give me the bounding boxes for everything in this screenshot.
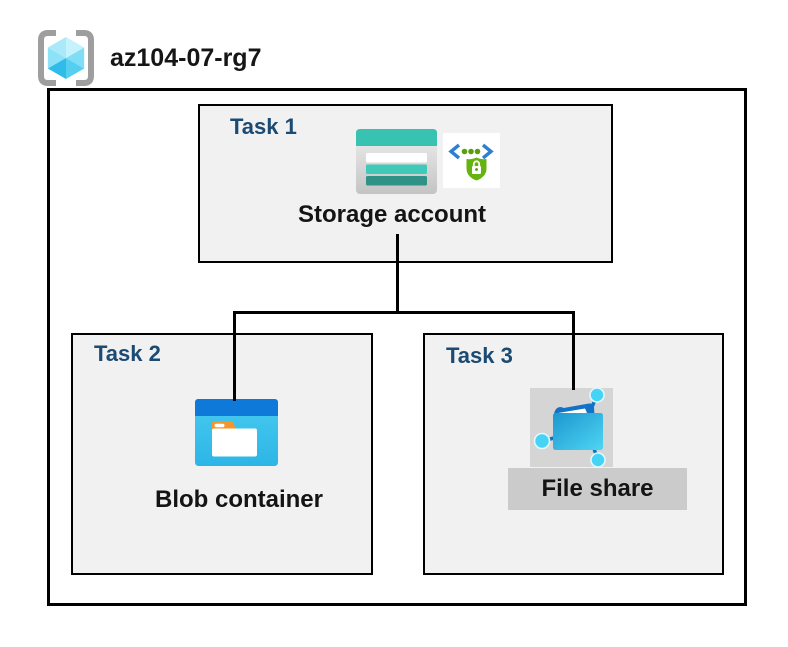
file-share-label-band: File share — [508, 468, 687, 510]
task-1-label: Task 1 — [230, 114, 297, 139]
sas-secure-access-icon — [443, 133, 500, 188]
blob-container-icon — [195, 399, 278, 466]
resource-group-title: az104-07-rg7 — [110, 44, 262, 72]
task-3-label: Task 3 — [446, 343, 513, 368]
connector-to-file-share — [572, 310, 575, 390]
file-share-label: File share — [541, 475, 654, 502]
blob-container-label: Blob container — [154, 486, 323, 513]
connector-to-blob-container — [233, 310, 236, 401]
storage-account-label: Storage account — [297, 201, 487, 228]
connector-storage-down — [395, 234, 399, 312]
storage-account-icon — [356, 129, 437, 194]
connector-split-horizontal — [233, 310, 575, 314]
file-share-icon — [533, 387, 606, 468]
file-share-icon-background — [530, 387, 613, 468]
resource-group-icon — [38, 30, 94, 86]
task-2-label: Task 2 — [94, 341, 161, 366]
